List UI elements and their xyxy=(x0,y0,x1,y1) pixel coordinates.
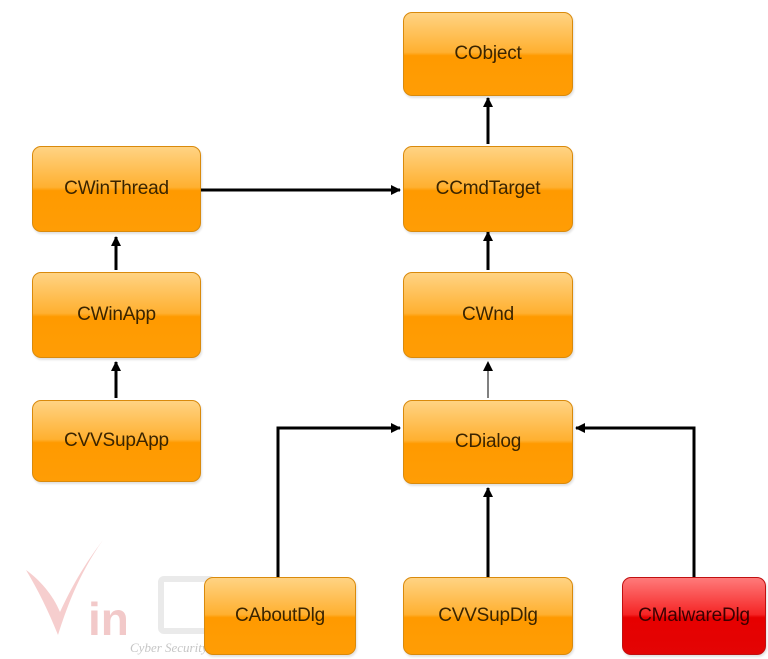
node-ccmdtarget: CCmdTarget xyxy=(403,146,573,232)
edge-cmalwaredlg-to-cdialog xyxy=(575,423,696,577)
node-label: CWnd xyxy=(462,304,514,325)
node-label: CAboutDlg xyxy=(234,605,326,626)
node-label: CObject xyxy=(454,43,522,64)
node-cmalwaredlg: CMalwareDlg xyxy=(622,577,766,655)
node-label: CVVSupApp xyxy=(64,430,169,451)
node-cdialog: CDialog xyxy=(403,400,573,484)
node-label: CVVSupDlg xyxy=(438,605,538,626)
node-label: CCmdTarget xyxy=(435,178,541,199)
node-label: CWinApp xyxy=(77,304,156,325)
node-cobject: CObject xyxy=(403,12,573,96)
node-label: CDialog xyxy=(454,431,522,452)
node-cvvsupdlg: CVVSupDlg xyxy=(403,577,573,655)
node-cwnd: CWnd xyxy=(403,272,573,358)
node-cvvsupapp: CVVSupApp xyxy=(32,400,201,482)
edge-caboutdlg-to-cdialog xyxy=(276,423,401,577)
node-label: CWinThread xyxy=(64,178,169,199)
node-label: CMalwareDlg xyxy=(638,605,750,626)
node-cwinthread: CWinThread xyxy=(32,146,201,232)
node-cwinapp: CWinApp xyxy=(32,272,201,358)
node-caboutdlg: CAboutDlg xyxy=(204,577,356,655)
